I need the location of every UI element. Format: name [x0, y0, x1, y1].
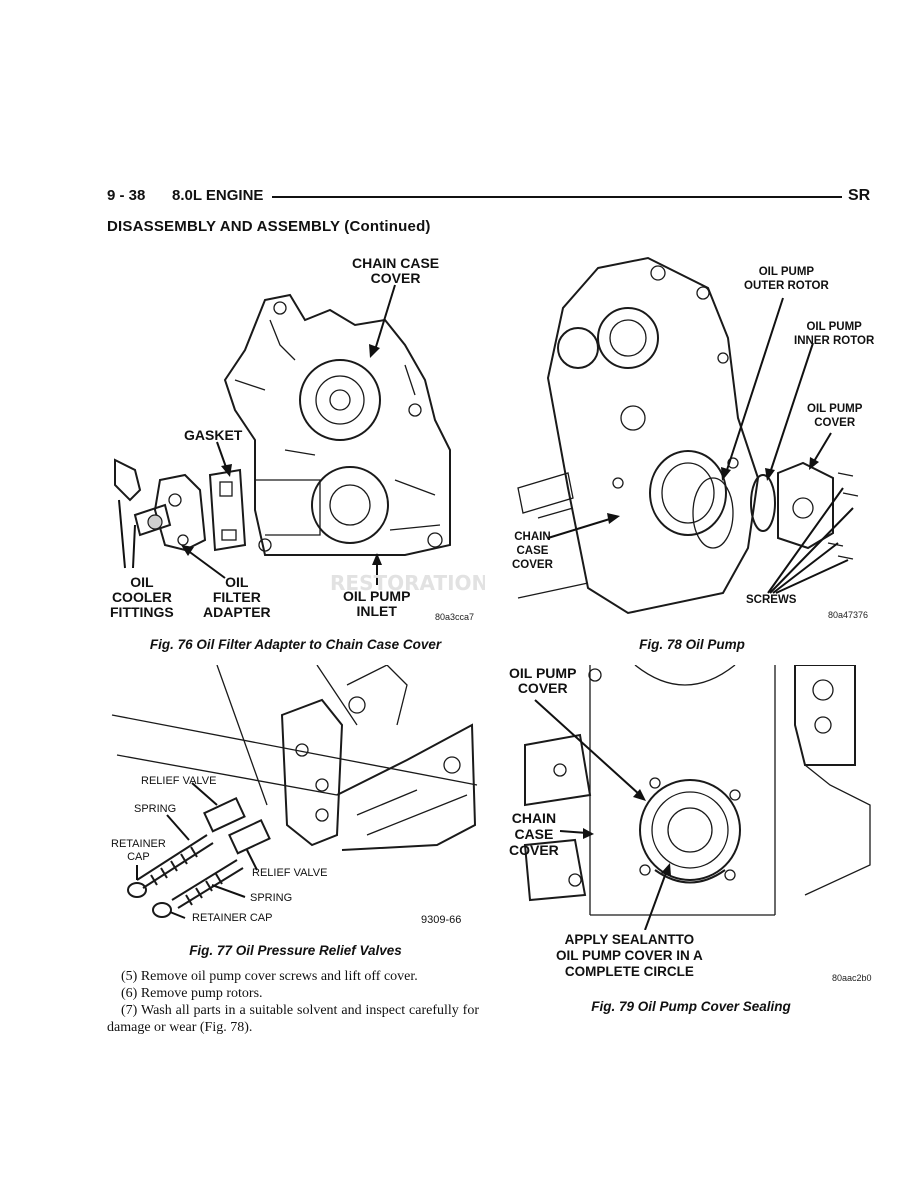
fig78-label-screws: SCREWS	[746, 594, 797, 606]
fig76-label-oil-filter-adapter: OIL FILTER ADAPTER	[203, 574, 271, 620]
fig78-label-chain-case-cover: CHAIN CASE COVER	[512, 531, 553, 571]
svg-text:RESTORATION: RESTORATION	[330, 571, 485, 595]
fig76-illustration: RESTORATION	[114, 284, 485, 595]
procedure-steps: (5) Remove oil pump cover screws and lif…	[107, 968, 479, 1036]
fig79-caption: Fig. 79 Oil Pump Cover Sealing	[591, 999, 791, 1014]
fig77-label-relief-valve-bottom: RELIEF VALVE	[252, 867, 328, 879]
fig77-code: 9309-66	[421, 914, 462, 926]
fig78-code: 80a47376	[828, 610, 869, 620]
fig79-label-chain-case-cover: CHAIN CASE COVER	[509, 810, 559, 858]
section-name: 8.0L ENGINE	[172, 187, 264, 204]
fig77-caption: Fig. 77 Oil Pressure Relief Valves	[189, 943, 402, 958]
step-6: (6) Remove pump rotors.	[121, 986, 263, 1001]
fig77-label-spring-top: SPRING	[134, 803, 177, 815]
step-7: (7) Wash all parts in a suitable solvent…	[107, 1003, 479, 1035]
fig76-label-oil-cooler-fittings: OIL COOLER FITTINGS	[110, 574, 174, 620]
fig76-label-oil-pump-inlet: OIL PUMP INLET	[343, 588, 411, 619]
fig76-label-chain-case-cover: CHAIN CASE COVER	[352, 255, 440, 286]
fig77-label-spring-bottom: SPRING	[250, 892, 293, 904]
fig76-caption: Fig. 76 Oil Filter Adapter to Chain Case…	[149, 637, 442, 652]
fig79-code: 80aac2b0	[832, 973, 872, 983]
fig79-label-sealant: APPLY SEALANTTO OIL PUMP COVER IN A COMP…	[556, 932, 703, 979]
page-number: 9 - 38	[107, 187, 146, 204]
fig77-label-retainer-cap-bottom: RETAINER CAP	[192, 912, 273, 924]
fig77-label-relief-valve-top: RELIEF VALVE	[141, 775, 217, 787]
fig76-code: 80a3cca7	[435, 612, 475, 622]
fig79-illustration	[523, 665, 871, 930]
step-5: (5) Remove oil pump cover screws and lif…	[121, 969, 418, 984]
fig78-label-pump-cover: OIL PUMP COVER	[807, 403, 863, 429]
fig77-illustration	[111, 665, 478, 919]
fig78-caption: Fig. 78 Oil Pump	[639, 637, 745, 652]
fig78-label-outer-rotor: OIL PUMP OUTER ROTOR	[744, 266, 829, 292]
model-code: SR	[848, 187, 871, 204]
fig78-label-inner-rotor: OIL PUMP INNER ROTOR	[794, 321, 875, 347]
fig78-illustration	[517, 256, 859, 615]
fig77-label-retainer-cap-top: RETAINER CAP	[111, 838, 166, 863]
header-rule	[272, 196, 842, 198]
fig76-label-gasket: GASKET	[184, 427, 243, 443]
fig79-label-pump-cover: OIL PUMP COVER	[509, 665, 577, 696]
section-title: DISASSEMBLY AND ASSEMBLY (Continued)	[107, 218, 431, 235]
